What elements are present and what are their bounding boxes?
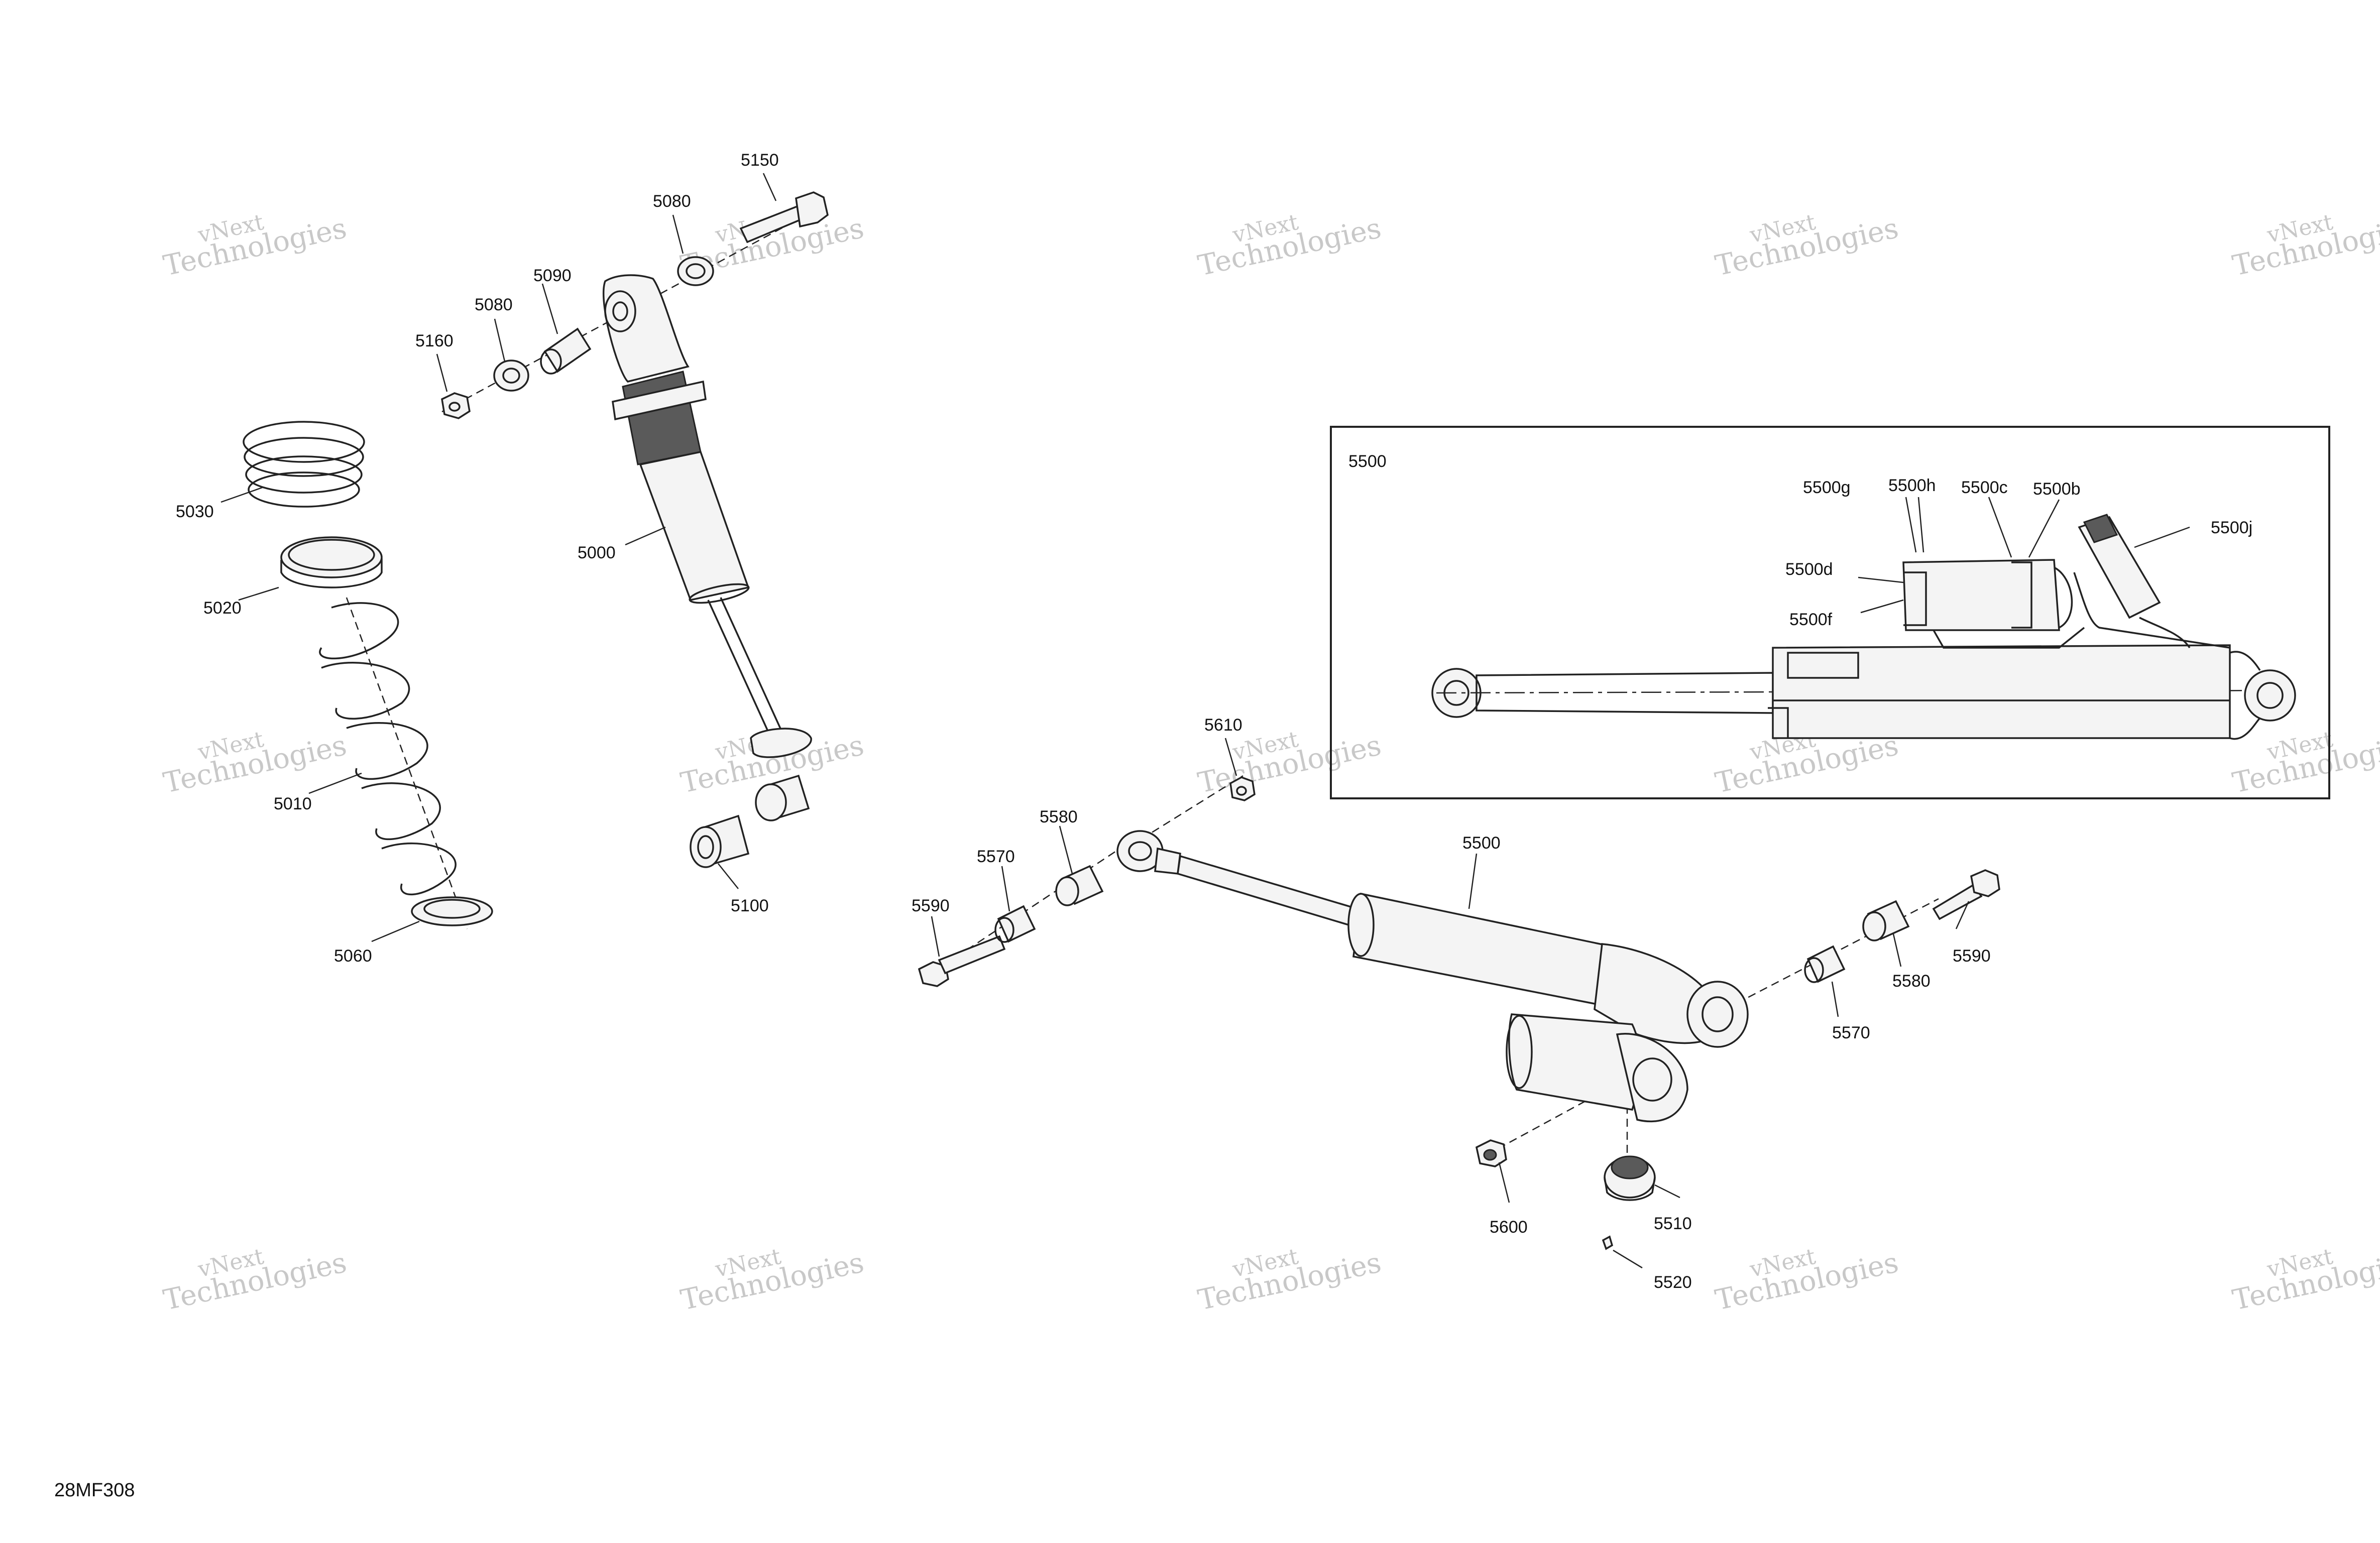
bolt-5590-right	[1932, 869, 2000, 920]
callout-5610: 5610	[1204, 716, 1242, 735]
callout-labels: 5150 5080 5090 5080 5160 5030 5000 5020 …	[176, 151, 1991, 1292]
spring-retainer-5030	[243, 421, 365, 508]
hardware-axis-mid	[1129, 775, 1243, 847]
callout-5010: 5010	[274, 794, 312, 813]
callout-5500d: 5500d	[1785, 560, 1833, 579]
bushing-5580-left	[1055, 865, 1104, 906]
bushing-5080-lower	[493, 360, 529, 392]
callout-5030: 5030	[176, 502, 214, 521]
leader-5500g	[1905, 497, 1917, 553]
callout-5570-right: 5570	[1832, 1023, 1870, 1042]
inset-frame	[1330, 426, 2330, 799]
leader-5500j	[2134, 526, 2190, 548]
nut-5610	[1229, 776, 1256, 801]
callout-5500h: 5500h	[1888, 476, 1936, 495]
bolt-5150	[739, 191, 829, 244]
callout-5600: 5600	[1490, 1218, 1528, 1237]
shock-5500-main	[1116, 830, 1749, 1048]
callout-5580-left: 5580	[1040, 807, 1078, 826]
leader-5500b	[2028, 499, 2060, 558]
inset-detail-5500: 5500 5500g 5500h 5500c 55	[1330, 426, 2330, 799]
callout-5500j: 5500j	[2211, 518, 2252, 537]
leader-lines	[220, 173, 1970, 1269]
callout-5500g: 5500g	[1803, 478, 1851, 497]
callout-5160: 5160	[415, 331, 454, 350]
spring-collar-5020	[280, 536, 383, 588]
leader-5500f	[1860, 599, 1904, 614]
callout-5090: 5090	[533, 266, 572, 285]
callout-5150: 5150	[741, 151, 779, 170]
callout-5580-right: 5580	[1892, 972, 1931, 991]
shock-lower-eye	[750, 728, 812, 758]
callout-5020: 5020	[203, 599, 242, 618]
leader-5500c	[1988, 497, 2012, 558]
shock-5500-reservoir	[1506, 1013, 1688, 1123]
nut-5600	[1475, 1139, 1507, 1167]
bolt-5590-left	[918, 935, 1006, 987]
callout-5060: 5060	[334, 946, 372, 966]
spring-retainer-5060	[411, 896, 493, 926]
callout-5100: 5100	[731, 896, 769, 915]
callout-5000: 5000	[578, 543, 616, 562]
bushing-5080-top	[677, 256, 714, 286]
bushing-5580-right	[1862, 900, 1910, 941]
leader-5500h	[1917, 497, 1924, 553]
callout-5510: 5510	[1654, 1214, 1692, 1233]
spring-axis	[346, 597, 468, 929]
callout-5080-lower: 5080	[475, 295, 513, 314]
sleeve-5570-left	[994, 905, 1036, 943]
callout-5500: 5500	[1462, 834, 1501, 853]
callout-5590-right: 5590	[1953, 946, 1991, 966]
leader-5500d	[1858, 576, 1904, 583]
coil-spring-5010	[319, 602, 457, 896]
callout-5570-left: 5570	[977, 847, 1015, 866]
callout-5080-top: 5080	[653, 192, 691, 211]
adjuster-knob-5510	[1604, 1155, 1656, 1201]
callout-5520: 5520	[1654, 1273, 1692, 1292]
callout-5500f: 5500f	[1789, 610, 1833, 629]
figure-code: 28MF308	[54, 1480, 135, 1501]
nut-5160	[441, 392, 471, 419]
watermark-layer: vNext Technologies vNext Technologies vN…	[161, 209, 2380, 1317]
callout-5590-left: 5590	[912, 896, 950, 915]
inset-label: 5500	[1348, 452, 1387, 471]
screw-5520	[1602, 1235, 1614, 1250]
sleeve-5570-right	[1804, 945, 1846, 983]
callout-5500b: 5500b	[2033, 480, 2081, 499]
sleeve-5090	[540, 327, 592, 375]
bushing-5100	[690, 774, 810, 868]
callout-5500c: 5500c	[1961, 478, 2008, 497]
shock-body-5000	[603, 274, 787, 744]
